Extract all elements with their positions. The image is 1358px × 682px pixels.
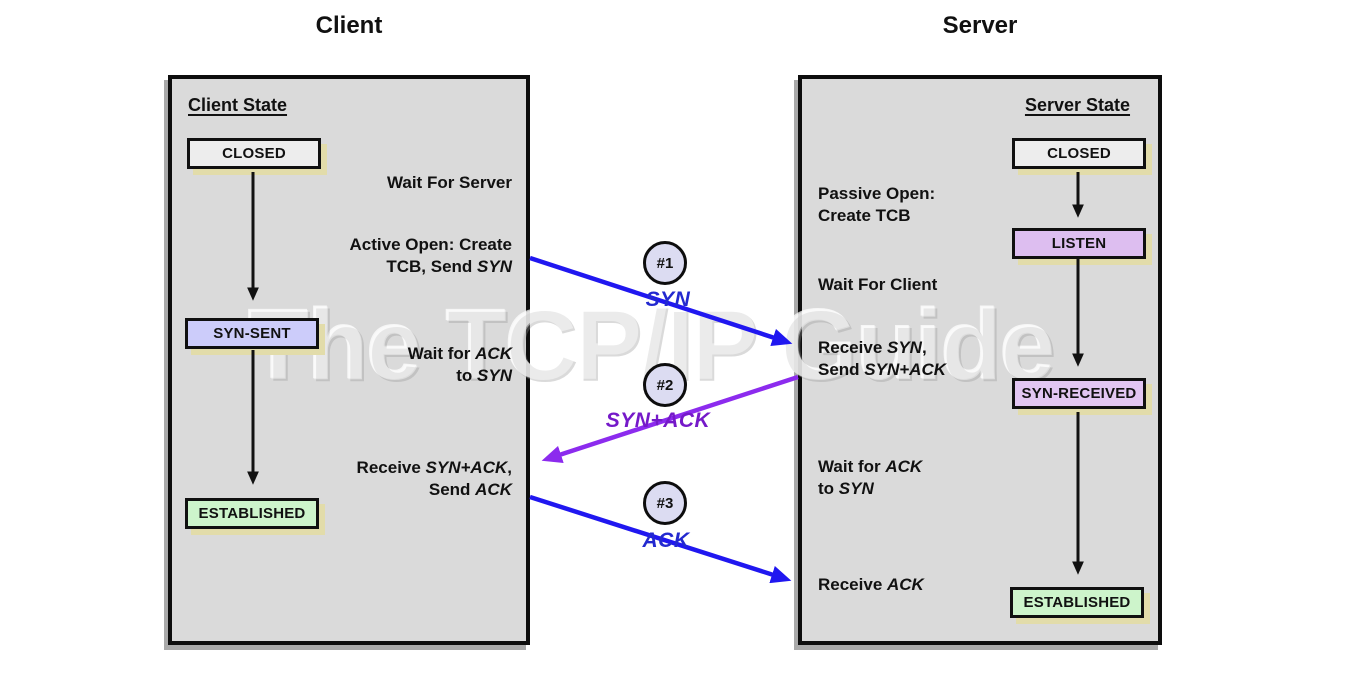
state-box-server-closed: CLOSED <box>1012 138 1146 169</box>
message-1-label: SYN <box>645 288 691 311</box>
server-title: Server <box>942 12 1018 39</box>
server-annotation-receive-ack: Receive ACK <box>818 575 924 594</box>
message-1-badge: #1 <box>643 241 687 285</box>
client-title: Client <box>315 12 383 39</box>
server-panel <box>798 75 1162 645</box>
state-box-server-syn-received: SYN-RECEIVED <box>1012 378 1146 409</box>
client-panel <box>168 75 530 645</box>
server-annotation-wait-for-client: Wait For Client <box>818 275 938 294</box>
state-box-client-syn-sent: SYN-SENT <box>185 318 319 349</box>
client-annotation-wait-for-server: Wait For Server <box>386 173 512 192</box>
client-state-header: Client State <box>188 95 288 115</box>
state-box-server-listen: LISTEN <box>1012 228 1146 259</box>
message-2-badge: #2 <box>643 363 687 407</box>
server-state-header: Server State <box>1024 95 1131 115</box>
server-annotation-passive-open: Passive Open:Create TCB <box>818 184 936 225</box>
client-annotation-receive-synack: Receive SYN+ACK,Send ACK <box>356 458 512 499</box>
message-3-label: ACK <box>642 529 690 552</box>
server-annotation-receive-syn: Receive SYN,Send SYN+ACK <box>818 338 947 379</box>
state-box-client-established: ESTABLISHED <box>185 498 319 529</box>
state-box-server-established: ESTABLISHED <box>1010 587 1144 618</box>
state-box-client-closed: CLOSED <box>187 138 321 169</box>
message-2-label: SYN+ACK <box>605 409 711 432</box>
message-3-badge: #3 <box>643 481 687 525</box>
